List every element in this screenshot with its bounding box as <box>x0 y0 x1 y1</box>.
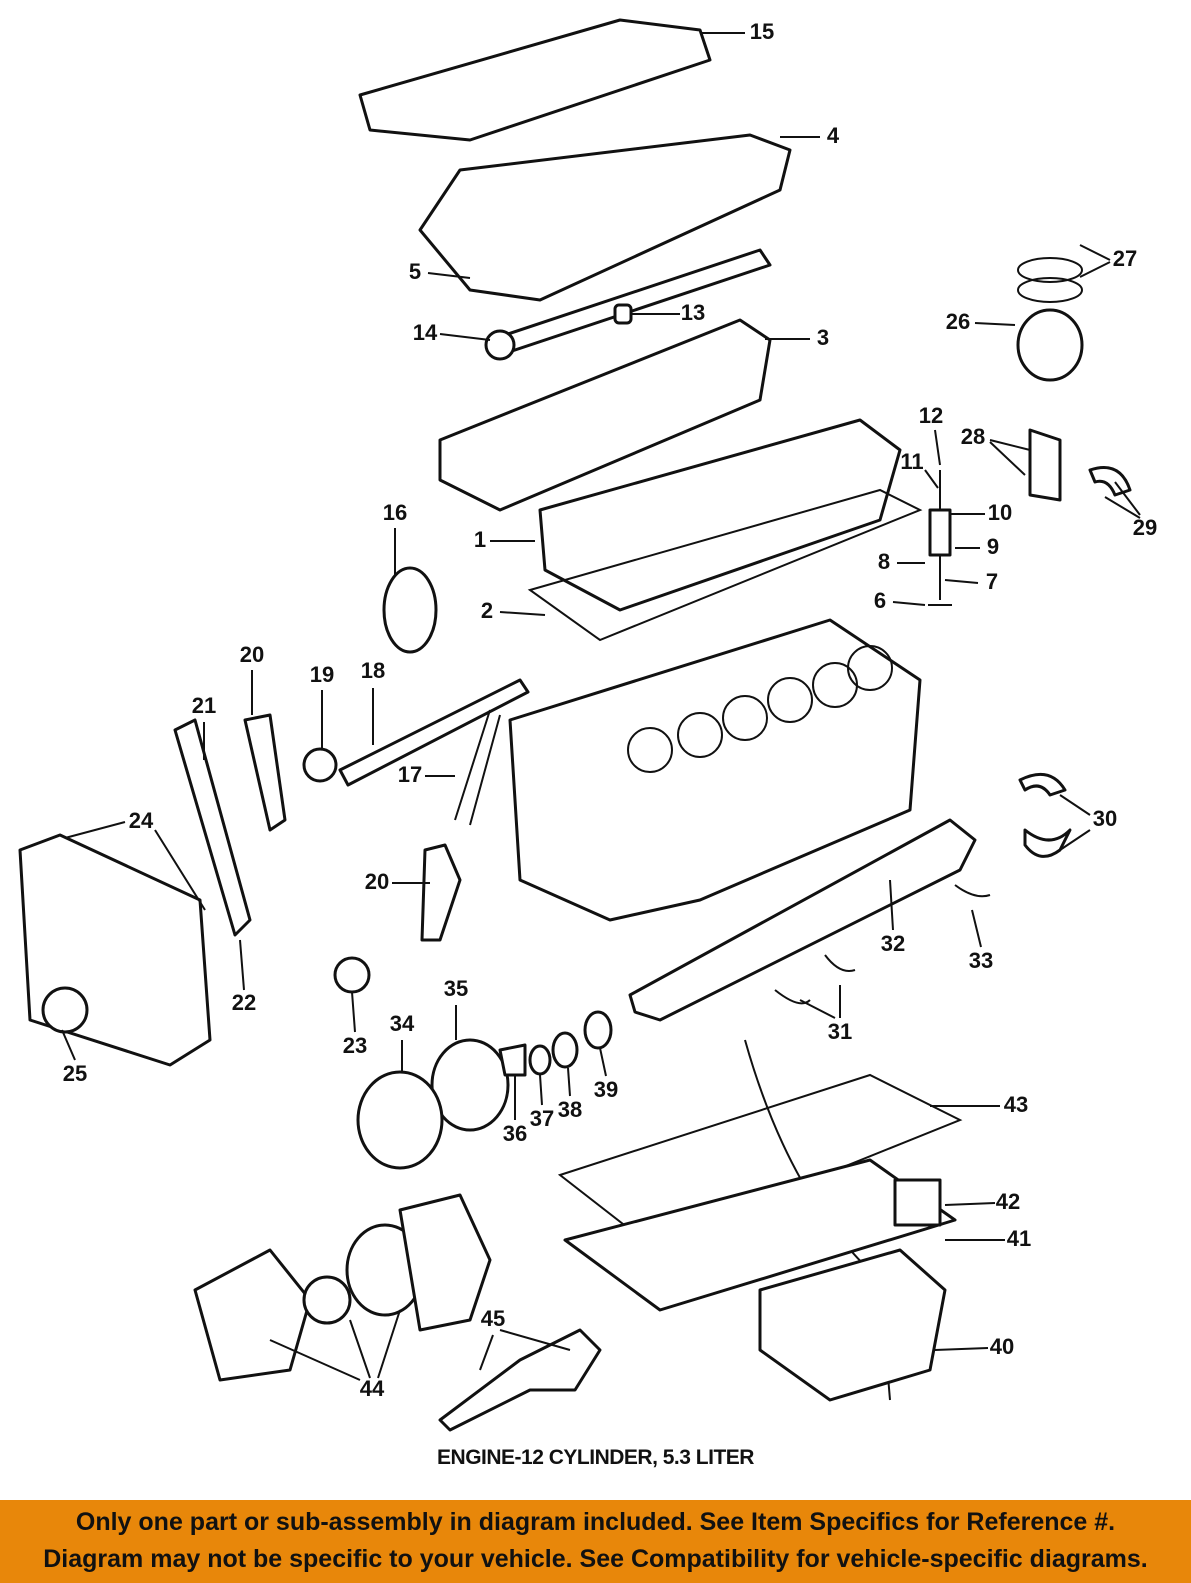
piston-rings-27 <box>1017 257 1083 283</box>
guide-20b <box>420 843 462 942</box>
guide-20 <box>243 713 287 832</box>
gear-39 <box>583 1010 613 1050</box>
callout-20: 20 <box>240 642 264 667</box>
sprocket-19 <box>302 747 338 783</box>
piston-ring <box>1017 277 1083 303</box>
callout-23: 23 <box>343 1033 367 1058</box>
oil-pump-44 <box>193 1248 312 1382</box>
callout-2: 2 <box>481 598 493 623</box>
disclaimer-banner: Only one part or sub-assembly in diagram… <box>0 1500 1191 1583</box>
tensioner-21 <box>173 718 252 937</box>
seal-25 <box>41 986 89 1034</box>
callout-45: 45 <box>481 1306 505 1331</box>
oil-pump-42 <box>893 1178 942 1227</box>
callout-26: 26 <box>946 309 970 334</box>
head-gasket-2 <box>527 488 923 642</box>
callout-3: 3 <box>817 325 829 350</box>
callout-25: 25 <box>63 1061 87 1086</box>
main-bearing-30 <box>1018 772 1072 858</box>
callout-32: 32 <box>881 931 905 956</box>
diagram-title: ENGINE-12 CYLINDER, 5.3 LITER <box>437 1446 754 1469</box>
callout-34: 34 <box>390 1011 415 1036</box>
pump-body-44 <box>398 1193 492 1332</box>
cam-sprocket-14 <box>484 329 516 361</box>
sprocket-23 <box>333 956 371 994</box>
leader-lines <box>61 32 1141 1381</box>
callout-30: 30 <box>1093 806 1117 831</box>
oil-pan-gasket-43 <box>557 1073 963 1247</box>
callout-28: 28 <box>961 424 985 449</box>
timing-gear-16 <box>382 566 438 654</box>
callout-5: 5 <box>409 259 421 284</box>
cam-carrier-3 <box>438 318 772 512</box>
callout-19: 19 <box>310 662 334 687</box>
cone-36 <box>498 1043 527 1077</box>
pickup-45 <box>438 1328 602 1432</box>
callout-16: 16 <box>383 500 407 525</box>
callout-8: 8 <box>878 549 890 574</box>
rod-bearing-29 <box>1088 466 1132 497</box>
callout-31: 31 <box>828 1019 852 1044</box>
gear-44b <box>302 1275 352 1325</box>
crankshaft-32 <box>628 818 977 1022</box>
callout-44: 44 <box>360 1376 385 1401</box>
callout-36: 36 <box>503 1121 527 1146</box>
callout-6: 6 <box>874 588 886 613</box>
disclaimer-line-2: Diagram may not be specific to your vehi… <box>43 1545 1148 1573</box>
callout-14: 14 <box>413 320 438 345</box>
spacer-37 <box>528 1044 552 1076</box>
connecting-rod-28 <box>1028 428 1062 502</box>
callout-15: 15 <box>750 19 774 44</box>
thrust-washer-31 <box>774 954 856 1005</box>
callout-7: 7 <box>986 569 998 594</box>
chain-17 <box>454 709 501 826</box>
cam-cover-4 <box>418 133 792 302</box>
callout-18: 18 <box>361 658 385 683</box>
callout-9: 9 <box>987 534 999 559</box>
callout-24: 24 <box>129 808 154 833</box>
callout-42: 42 <box>996 1189 1020 1214</box>
jackshaft-18 <box>338 678 530 787</box>
callout-33: 33 <box>969 948 993 973</box>
callout-1: 1 <box>474 527 486 552</box>
oil-sump-40 <box>758 1248 947 1402</box>
callout-22: 22 <box>232 990 256 1015</box>
callout-43: 43 <box>1004 1092 1028 1117</box>
piston-26 <box>1016 308 1084 382</box>
cam-cover-15 <box>358 18 712 142</box>
engine-exploded-diagram: 15 4 5 13 14 3 26 27 12 28 11 29 16 10 1… <box>18 18 1157 1432</box>
callout-17: 17 <box>398 762 422 787</box>
callout-27: 27 <box>1113 246 1137 271</box>
engine-block <box>508 618 922 922</box>
callout-10: 10 <box>988 500 1012 525</box>
callout-40: 40 <box>990 1334 1014 1359</box>
callout-12: 12 <box>919 403 943 428</box>
engine-parts <box>18 18 1132 1432</box>
damper-35 <box>430 1038 510 1132</box>
callout-39: 39 <box>594 1077 618 1102</box>
pulley-34 <box>356 1070 444 1170</box>
tappet-13 <box>613 303 633 325</box>
gear-38 <box>551 1031 579 1069</box>
callout-38: 38 <box>558 1097 582 1122</box>
thrust-washer-33 <box>954 884 991 898</box>
callout-11: 11 <box>900 449 923 474</box>
valve-spring-9 <box>928 508 952 557</box>
oil-pan-41 <box>563 1158 957 1312</box>
callout-4: 4 <box>827 123 840 148</box>
callout-35: 35 <box>444 976 468 1001</box>
callouts: 15 4 5 13 14 3 26 27 12 28 11 29 16 10 1… <box>63 19 1157 1401</box>
disclaimer-line-1: Only one part or sub-assembly in diagram… <box>75 1508 1116 1536</box>
callout-41: 41 <box>1007 1226 1031 1251</box>
callout-13: 13 <box>681 300 705 325</box>
cylinder-head-1 <box>538 418 902 612</box>
callout-29: 29 <box>1133 515 1157 540</box>
timing-cover-24 <box>18 833 212 1067</box>
callout-20b: 20 <box>365 869 389 894</box>
callout-21: 21 <box>192 693 216 718</box>
cylinder-bores <box>627 645 893 773</box>
callout-37: 37 <box>530 1106 554 1131</box>
